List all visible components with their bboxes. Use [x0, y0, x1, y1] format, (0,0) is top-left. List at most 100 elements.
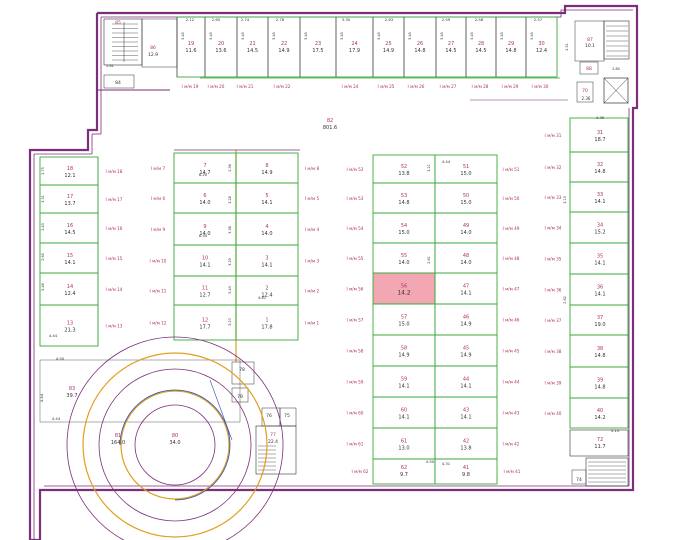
outer-wall [28, 4, 639, 540]
room-number: 83 [69, 386, 75, 392]
dimension: 6.20 [199, 172, 208, 177]
stall-number: 53 [401, 193, 407, 199]
stall-number: 40 [597, 408, 603, 414]
stall-mm-label: I м/м 32 [545, 165, 562, 170]
room-85 [141, 18, 178, 68]
ramp-arrow [209, 379, 233, 441]
labels: 1911.65.452013.65.452114.55.452214.95.45… [39, 17, 620, 483]
ramp-ring [120, 390, 230, 500]
stall-mm-label: I м/м 29 [502, 84, 519, 89]
stall-mm-label: I м/м 45 [503, 349, 520, 354]
dimension: 3.38 [228, 226, 232, 234]
stall-mm-label: I м/м 42 [503, 442, 520, 447]
room-number: 76 [266, 413, 272, 419]
dimension: 3.20 [228, 318, 232, 326]
room-77 [255, 425, 297, 475]
room-stairwell [603, 77, 629, 104]
stall-mm-label: I м/м 9 [151, 227, 166, 232]
stall-area: 11.6 [185, 48, 196, 54]
stall-mm-label: I м/м 15 [106, 256, 123, 261]
stall-number: 51 [463, 164, 469, 170]
room-78 [231, 361, 255, 385]
stall-area: 14.1 [594, 261, 605, 267]
stall-area: 12.1 [64, 173, 75, 179]
stall-number: 60 [401, 408, 407, 414]
stall-number: 2 [265, 286, 268, 292]
room-area: 2.36 [582, 96, 591, 101]
stall-area: 14.5 [247, 48, 258, 54]
stall-mm-label: I м/м 25 [378, 84, 395, 89]
dimension: 2.58 [475, 17, 484, 22]
stall-number: 59 [401, 377, 407, 383]
stall-number: 29 [508, 41, 514, 47]
stall-number: 19 [188, 41, 194, 47]
stall-mm-label: I м/м 36 [545, 288, 562, 293]
stall-area: 15.0 [460, 200, 471, 206]
stall-mm-label: I м/м 19 [182, 84, 199, 89]
stall-number: 15 [67, 253, 73, 259]
stall-area: 13.8 [398, 171, 409, 177]
dimension: 4.61 [258, 295, 267, 300]
dimension: 2.78 [276, 17, 285, 22]
dimension: 2.75 [41, 167, 45, 175]
stair-box [603, 20, 630, 60]
dimension: 2.51 [565, 43, 569, 51]
stall-23 [299, 16, 337, 78]
parking-stalls [39, 16, 630, 487]
stall-area: 14.0 [199, 200, 210, 206]
stall-number: 43 [463, 408, 469, 414]
stall-mm-label: I м/м 10 [150, 259, 167, 264]
stall-1 [235, 304, 299, 341]
stall-mm-label: I м/м 13 [106, 324, 123, 329]
stall-mm-label: I м/м 37 [545, 318, 562, 323]
stall-area: 14.1 [460, 415, 471, 421]
stall-area: 14.1 [261, 200, 272, 206]
stall-mm-label: I м/м 43 [503, 411, 520, 416]
dimension: 2.62 [563, 296, 567, 304]
stall-number: 33 [597, 192, 603, 198]
stall-number: 37 [597, 315, 603, 321]
stall-number: 17 [67, 194, 73, 200]
stall-area: 14.5 [475, 48, 486, 54]
stall-mm-label: I м/м 33 [545, 195, 562, 200]
stall-number: 52 [401, 164, 407, 170]
stall-number: 30 [538, 41, 544, 47]
stall-area: 14.9 [261, 170, 272, 176]
stall-area: 14.8 [505, 48, 516, 54]
stall-27 [435, 16, 467, 78]
stall-mm-label: I м/м 48 [503, 256, 520, 261]
dimension: 5.45 [272, 32, 276, 40]
stall-number: 13 [67, 321, 73, 327]
stall-mm-label: I м/м 60 [347, 411, 364, 416]
stall-number: 31 [597, 130, 603, 136]
stall-number: 61 [401, 439, 407, 445]
stall-mm-label: I м/м 17 [106, 197, 123, 202]
stall-area: 14.8 [398, 200, 409, 206]
stall-number: 9 [203, 224, 206, 230]
stall-area: 14.1 [398, 415, 409, 421]
stall-mm-label: I м/м 7 [151, 166, 166, 171]
stall-area: 19.0 [594, 322, 605, 328]
stall-number: 39 [597, 378, 603, 384]
stall-40 [569, 397, 629, 429]
stall-mm-label: I м/м 16 [106, 226, 123, 231]
dimension: 4.50 [56, 356, 65, 361]
room-area: 12.9 [148, 52, 158, 58]
room-area: 164.0 [111, 440, 125, 446]
dimension: 2.43 [41, 223, 45, 231]
stall-area: 14.1 [460, 384, 471, 390]
room-74 [571, 469, 587, 485]
stall-mm-label: I м/м 41 [504, 469, 521, 474]
stall-mm-label: I м/м 53 [347, 196, 364, 201]
stall-mm-label: I м/м 44 [503, 380, 520, 385]
room-number: 74 [576, 477, 582, 483]
room-area: 39.7 [66, 393, 77, 399]
stall-mm-label: I м/м 2 [305, 289, 320, 294]
stall-mm-label: I м/м 24 [342, 84, 359, 89]
stall-mm-label: I м/м 47 [503, 287, 520, 292]
dimension: 4.44 [39, 393, 44, 402]
hall-area: 801.6 [323, 125, 337, 131]
stall-area: 14.9 [460, 322, 471, 328]
stall-number: 54 [401, 223, 407, 229]
room-70 [576, 81, 594, 103]
